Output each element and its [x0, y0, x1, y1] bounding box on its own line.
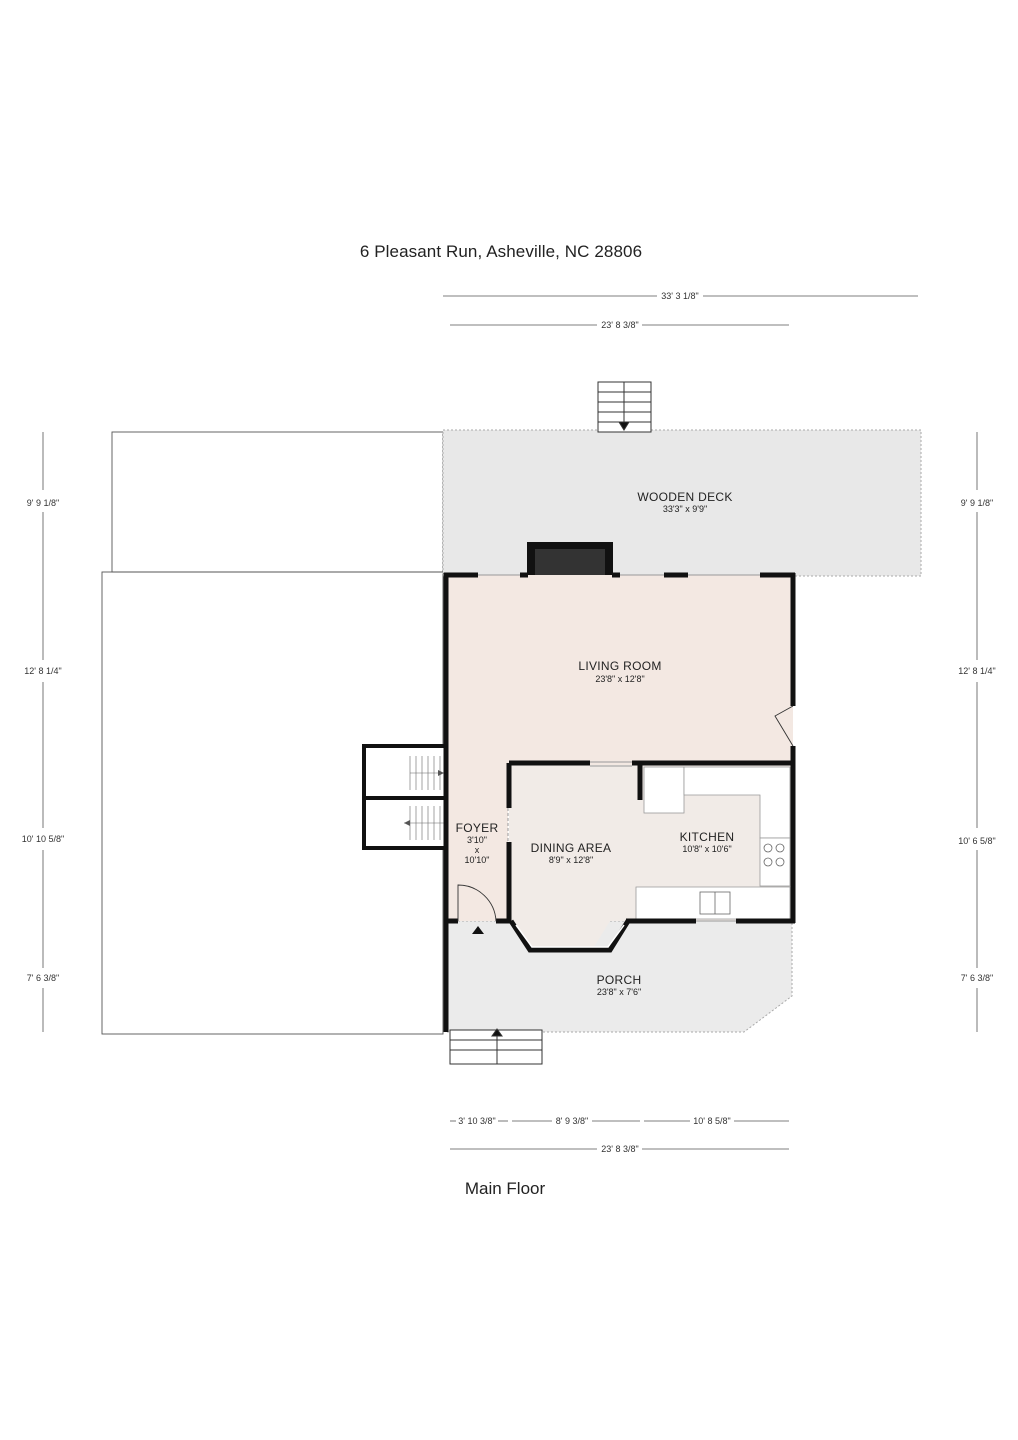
stove-icon	[763, 843, 785, 867]
down-arrow-icon	[618, 421, 630, 431]
dim-bottom-overall: 23' 8 3/8"	[601, 1144, 638, 1154]
dim-right-1: 9' 9 1/8"	[961, 498, 993, 508]
size-dining-area: 8'9" x 12'8"	[549, 855, 593, 865]
size-porch: 23'8" x 7'6"	[597, 987, 641, 997]
walls	[443, 572, 796, 1032]
foyer-area	[446, 765, 508, 921]
fireplace	[527, 542, 613, 578]
interior-stairs	[362, 744, 448, 850]
side-door	[774, 705, 794, 747]
size-foyer-height: 10'10"	[465, 855, 490, 865]
floor-label: Main Floor	[464, 1179, 546, 1198]
dim-right-3: 10' 6 5/8"	[958, 836, 995, 846]
entry-arrow-icon	[472, 926, 484, 934]
top-dimensions	[443, 295, 918, 326]
label-kitchen: KITCHEN	[680, 830, 735, 844]
dim-top-overall: 33' 3 1/8"	[661, 291, 698, 301]
bay-window	[508, 919, 631, 953]
size-kitchen: 10'8" x 10'6"	[682, 844, 731, 854]
dining-area	[509, 765, 640, 950]
dim-left-3: 10' 10 5/8"	[22, 834, 64, 844]
dim-right-4: 7' 6 3/8"	[961, 973, 993, 983]
outline-left-blocks	[101, 431, 444, 1035]
dim-top-inner: 23' 8 3/8"	[601, 320, 638, 330]
address-title: 6 Pleasant Run, Asheville, NC 28806	[359, 242, 643, 261]
porch-stairs	[449, 1028, 543, 1065]
front-door	[457, 884, 497, 922]
size-wooden-deck: 33'3" x 9'9"	[663, 504, 707, 514]
size-foyer-x: x	[475, 845, 480, 855]
dim-left-1: 9' 9 1/8"	[27, 498, 59, 508]
living-room-area	[446, 575, 793, 765]
label-living-room: LIVING ROOM	[578, 659, 661, 673]
label-foyer: FOYER	[456, 821, 499, 835]
dim-bottom-1: 3' 10 3/8"	[458, 1116, 495, 1126]
label-wooden-deck: WOODEN DECK	[637, 490, 732, 504]
dim-bottom-3: 10' 8 5/8"	[693, 1116, 730, 1126]
size-living-room: 23'8" x 12'8"	[595, 674, 644, 684]
size-foyer-width: 3'10"	[467, 835, 487, 845]
label-porch: PORCH	[597, 973, 642, 987]
dim-bottom-2: 8' 9 3/8"	[556, 1116, 588, 1126]
kitchen-counters	[635, 766, 791, 920]
dim-right-2: 12' 8 1/4"	[958, 666, 995, 676]
bottom-dimensions	[450, 1120, 789, 1150]
sink-icon	[699, 891, 731, 915]
deck-stairs	[597, 381, 652, 433]
windows	[478, 574, 760, 922]
dim-left-2: 12' 8 1/4"	[24, 666, 61, 676]
label-dining-area: DINING AREA	[531, 841, 612, 855]
dim-left-4: 7' 6 3/8"	[27, 973, 59, 983]
wooden-deck-area	[442, 429, 922, 577]
